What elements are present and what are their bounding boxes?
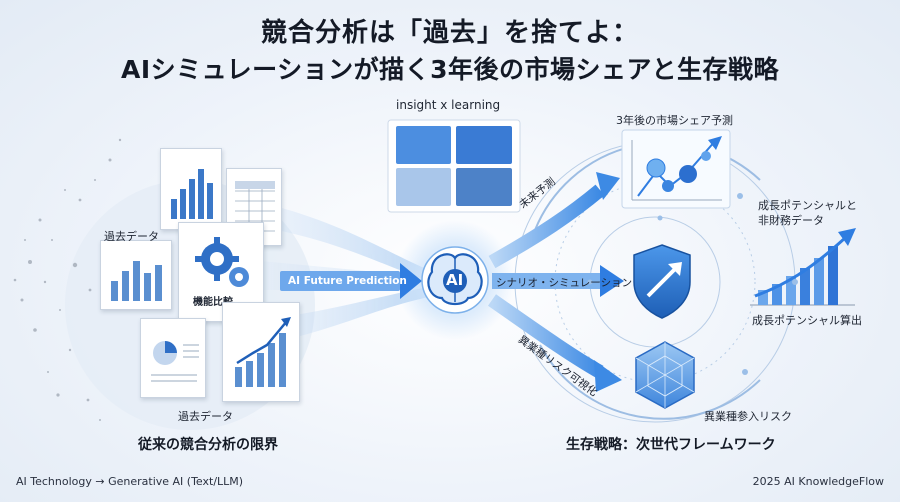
arrow-future [488,172,620,269]
past-data-label-bottom: 過去データ [178,410,233,423]
footer-right: 2025 AI KnowledgeFlow [752,475,884,488]
cross-industry-radar-icon [635,341,695,409]
bar-chart-icon [111,261,162,301]
ai-brain [421,246,489,314]
market-share-forecast-card [621,129,731,209]
insight-grid [387,119,521,213]
feature-compare-label: 機能比較 [193,297,233,308]
cross-industry-risk-label: 異業種参入リスク [704,410,792,423]
doc-pie-chart [140,318,206,398]
right-caption: 生存戦略：次世代フレームワーク [566,437,776,453]
scenario-simulation-label: シナリオ・シミュレーション [496,277,633,289]
arrow-risk [487,294,622,392]
gears-icon [195,237,249,287]
growth-calc-label: 成長ポテンシャル算出 [752,314,862,327]
growth-potential-chart [750,228,856,306]
dust-particles [13,138,122,421]
ai-future-prediction-label: AI Future Prediction [288,275,407,287]
left-caption: 従来の競合分析の限界 [138,437,278,453]
doc-bar-chart-left [100,240,172,310]
title-line-1: 競合分析は「過去」を捨てよ： [260,18,639,48]
ring-nodes [587,193,798,375]
doc-bar-chart-top [160,148,222,230]
ai-label: AI [446,271,464,289]
arrow-scenario [492,265,624,297]
past-data-label-top: 過去データ [104,230,159,243]
insight-label: insight x learning [396,98,501,112]
footer-left: AI Technology → Generative AI (Text/LLM) [16,475,244,488]
share-forecast-label: 3年後の市場シェア予測 [616,114,733,127]
doc-trend-chart [222,302,300,402]
trend-chart-icon [235,317,291,387]
title-line-2: AIシミュレーションが描く3年後の市場シェアと生存戦略 [120,55,780,84]
pie-chart-icon [151,341,199,382]
bar-chart-icon [171,169,213,219]
arrow-ai-future-prediction [280,263,422,299]
growth-nonfinancial-label: 成長ポテンシャルと 非財務データ [758,199,857,227]
shield-icon [633,244,691,319]
